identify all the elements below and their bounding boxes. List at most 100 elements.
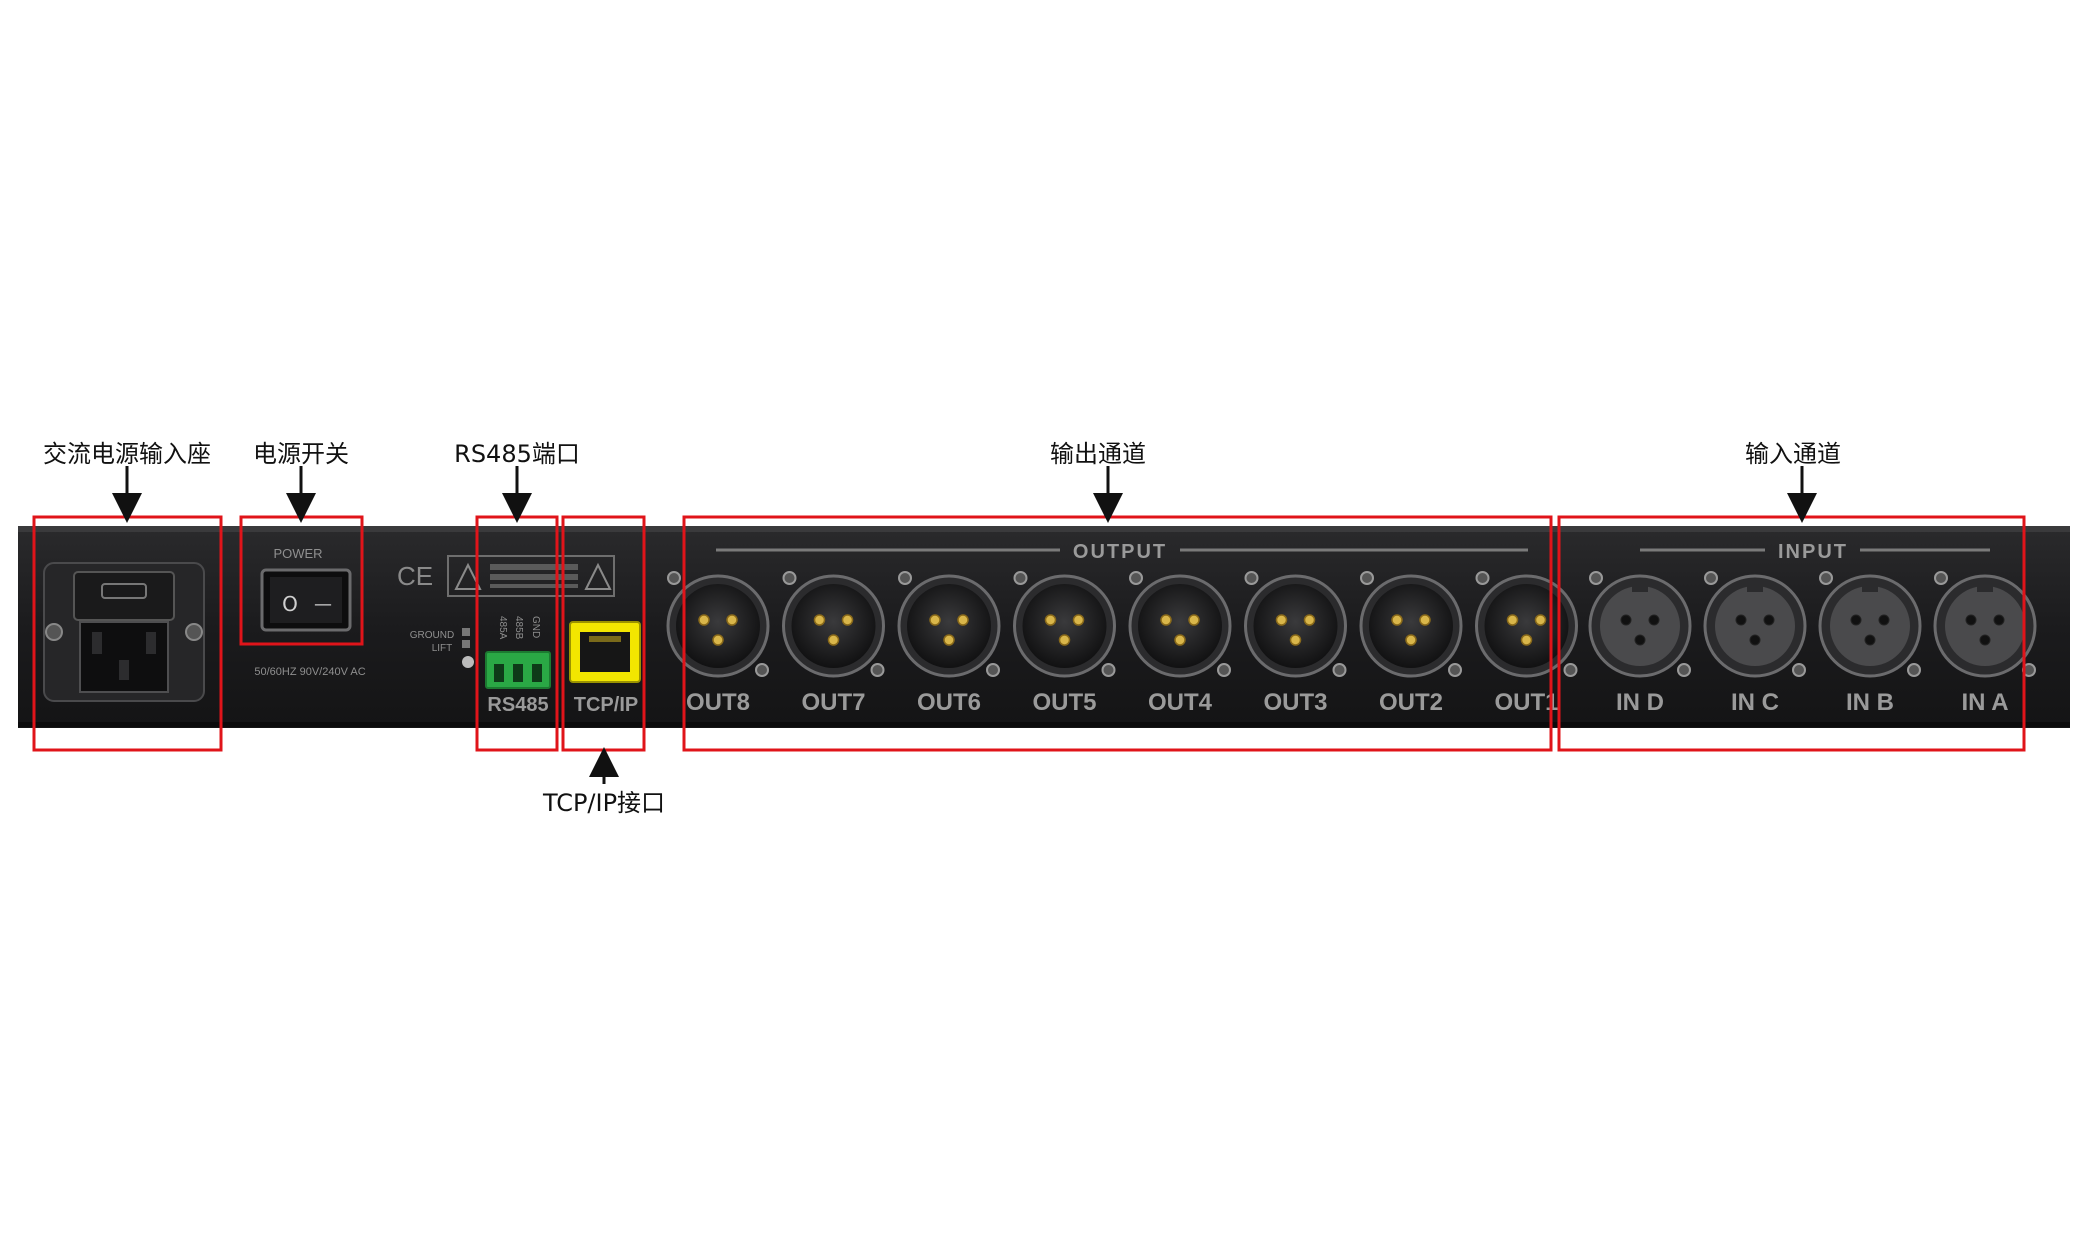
- pin-icon: [1058, 634, 1071, 646]
- pin-icon: [841, 614, 854, 626]
- pin-icon: [957, 614, 969, 626]
- xlr-output-connector[interactable]: OUT6: [897, 571, 1001, 716]
- warning-triangle-icon: [584, 562, 612, 590]
- socket-icon: [1993, 614, 2005, 626]
- output-label: OUT5: [1032, 689, 1096, 716]
- input-label: IN B: [1846, 689, 1894, 716]
- input-label: IN C: [1731, 689, 1779, 716]
- output-channels-callout: 输出通道: [1050, 440, 1146, 468]
- warning-label: [447, 555, 615, 597]
- output-label: OUT4: [1148, 689, 1213, 716]
- screw-icon: [870, 663, 885, 677]
- voltage-label: 50/60HZ 90V/240V AC: [254, 666, 365, 678]
- socket-icon: [1735, 614, 1747, 626]
- pin-icon: [1160, 614, 1172, 626]
- ac-power-inlet[interactable]: [43, 562, 205, 702]
- screw-icon: [1819, 571, 1833, 585]
- xlr-output-connector[interactable]: OUT4: [1128, 571, 1232, 716]
- screw-icon: [986, 663, 1000, 677]
- ce-mark: CE: [397, 561, 433, 591]
- pin-icon: [698, 614, 710, 626]
- xlr-input-connector[interactable]: IN C: [1703, 571, 1807, 716]
- rs485-callout: RS485端口: [454, 440, 580, 468]
- pin-icon: [1534, 614, 1547, 626]
- xlr-output-connector[interactable]: OUT1: [1475, 571, 1578, 716]
- xlr-output-connector[interactable]: OUT8: [666, 571, 770, 716]
- socket-icon: [1634, 634, 1646, 646]
- screw-icon: [667, 571, 681, 585]
- screw-icon: [1677, 663, 1691, 677]
- screw-icon: [1332, 663, 1347, 677]
- pin-icon: [1072, 614, 1085, 626]
- pin-icon: [943, 634, 955, 646]
- pin-icon: [712, 634, 724, 646]
- screw-icon: [1704, 571, 1718, 585]
- pin-icon: [1391, 614, 1403, 626]
- warning-triangle-icon: [454, 562, 482, 590]
- pin-icon: [1188, 614, 1200, 626]
- ac-input-callout: 交流电源输入座: [43, 440, 211, 468]
- screw-icon: [1101, 663, 1116, 677]
- socket-icon: [1620, 614, 1632, 626]
- pin-icon: [1405, 634, 1417, 646]
- input-channels-callout: 输入通道: [1745, 440, 1841, 468]
- screw-icon: [1475, 571, 1490, 585]
- socket-icon: [1965, 614, 1977, 626]
- pin-icon: [1303, 614, 1316, 626]
- xlr-input-connector[interactable]: IN A: [1933, 571, 2037, 716]
- ground-lift-switch[interactable]: GROUND LIFT: [410, 628, 474, 668]
- xlr-output-connector[interactable]: OUT2: [1359, 571, 1463, 716]
- screw-icon: [1129, 571, 1143, 585]
- power-switch[interactable]: POWER O —: [260, 546, 352, 632]
- rs485-pin-label: 485A: [497, 616, 508, 640]
- pin-icon: [929, 614, 941, 626]
- socket-icon: [1850, 614, 1862, 626]
- xlr-output-connector[interactable]: OUT3: [1244, 571, 1347, 716]
- xlr-output-connector[interactable]: OUT5: [1013, 571, 1116, 716]
- screw-icon: [782, 571, 797, 585]
- input-label: IN A: [1961, 689, 2008, 716]
- screw-icon: [1792, 663, 1806, 677]
- tcpip-callout: TCP/IP接口: [542, 789, 665, 817]
- input-connectors: IN D IN C IN B IN A: [1588, 571, 2037, 716]
- screw-icon: [1360, 571, 1374, 585]
- pin-icon: [1275, 614, 1288, 626]
- screw-icon: [1217, 663, 1231, 677]
- pin-icon: [1506, 614, 1519, 626]
- output-label: OUT2: [1379, 689, 1443, 716]
- socket-icon: [1878, 614, 1890, 626]
- ground-lift-text-2: LIFT: [432, 643, 453, 654]
- screw-icon: [1448, 663, 1462, 677]
- ground-lift-text-1: GROUND: [410, 630, 454, 641]
- output-label: OUT6: [917, 689, 981, 716]
- pin-icon: [1174, 634, 1186, 646]
- pin-icon: [1520, 634, 1533, 646]
- xlr-input-connector[interactable]: IN D: [1588, 571, 1692, 716]
- screw-icon: [1907, 663, 1921, 677]
- pin-icon: [813, 614, 826, 626]
- switch-on-label: O: [282, 592, 298, 616]
- switch-off-label: —: [314, 594, 332, 615]
- output-label: OUT1: [1494, 689, 1558, 716]
- rs485-pin-label: GND: [530, 616, 541, 638]
- input-section-header: INPUT: [1640, 541, 1990, 563]
- output-label: OUT8: [686, 689, 750, 716]
- socket-icon: [1648, 614, 1660, 626]
- rs485-pin-label: 485B: [513, 616, 524, 640]
- rs485-terminal[interactable]: 485A 485B GND RS485: [485, 616, 551, 716]
- screw-icon: [1244, 571, 1259, 585]
- screw-icon: [1934, 571, 1948, 585]
- xlr-output-connector[interactable]: OUT7: [782, 571, 885, 716]
- screw-icon: [1563, 663, 1578, 677]
- output-label: OUT7: [801, 689, 865, 716]
- pin-icon: [1289, 634, 1302, 646]
- rj45-port[interactable]: TCP/IP: [569, 621, 641, 716]
- callout-labels: 交流电源输入座 电源开关 RS485端口 输出通道 输入通道 TCP/IP接口: [43, 440, 1841, 817]
- xlr-input-connector[interactable]: IN B: [1818, 571, 1922, 716]
- socket-icon: [1979, 634, 1991, 646]
- pin-icon: [1044, 614, 1057, 626]
- power-switch-callout: 电源开关: [253, 440, 349, 468]
- socket-icon: [1749, 634, 1761, 646]
